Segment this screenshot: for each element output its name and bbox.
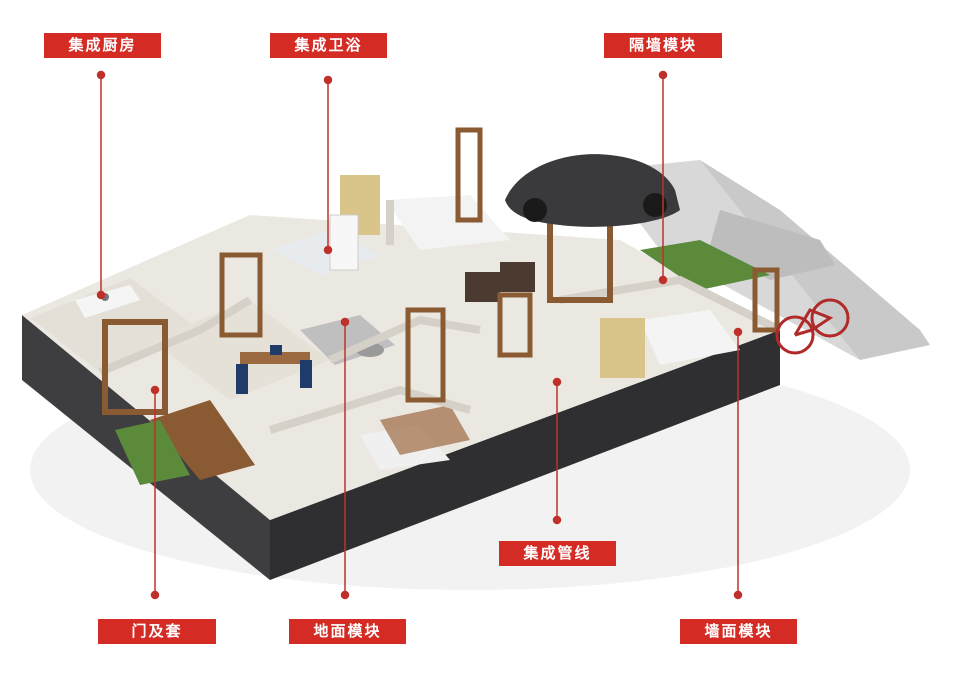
car-wheel	[523, 198, 547, 222]
label-floor-module: 地面模块	[289, 619, 406, 644]
interior-wall	[559, 275, 782, 334]
pipeline-leader-dot-end	[552, 515, 562, 525]
label-pipeline: 集成管线	[499, 541, 616, 566]
front-right-side-wall	[270, 330, 780, 580]
floor-leader-dot-top	[340, 317, 350, 327]
label-partition-wall: 隔墙模块	[604, 33, 722, 58]
label-bathroom: 集成卫浴	[270, 33, 387, 58]
car	[505, 154, 680, 227]
wood-deck	[150, 400, 255, 480]
wall-leader-dot-end	[733, 590, 743, 600]
kitchen-leader-dot-end	[96, 290, 106, 300]
door-frame	[455, 127, 483, 223]
grass-patch	[640, 240, 770, 290]
dining-chair	[236, 364, 248, 394]
bathroom-leader-dot-top	[323, 75, 333, 85]
bicycle-wheel	[810, 298, 850, 338]
door-frame	[752, 267, 780, 333]
label-wall-module: 墙面模块	[680, 619, 797, 644]
dining-table	[240, 352, 310, 364]
kitchen-leader-dot-top	[96, 70, 106, 80]
dining-chair	[300, 360, 312, 388]
armchair	[500, 262, 535, 292]
door-leader-dot-top	[150, 385, 160, 395]
right-bedroom-bed	[640, 310, 740, 365]
bicycle-wheel	[775, 315, 815, 355]
door-leader-dot-end	[150, 590, 160, 600]
front-bedroom-wood-floor	[380, 405, 470, 455]
wall-leader-dot-top	[733, 327, 743, 337]
door-frame	[102, 319, 168, 415]
grass-patch	[115, 420, 190, 485]
interior-wall	[268, 385, 472, 434]
label-door: 门及套	[98, 619, 216, 644]
dining-floor	[150, 300, 330, 400]
label-kitchen: 集成厨房	[44, 33, 161, 58]
door-frame	[219, 252, 263, 338]
bathroom-leader-dot-end	[323, 245, 333, 255]
wardrobe	[600, 318, 645, 378]
car-wheel	[643, 193, 667, 217]
pipeline-leader-dot-top	[552, 377, 562, 387]
kitchen-counter	[75, 285, 140, 318]
armchair	[465, 272, 500, 302]
dining-chair	[270, 345, 282, 355]
floor-leader-dot-end	[340, 590, 350, 600]
interior-wall	[328, 315, 481, 364]
door-frame	[497, 292, 533, 358]
interior-wall	[98, 296, 253, 376]
door-frame	[405, 307, 446, 403]
shower-glass	[329, 214, 359, 271]
bicycle-frame	[793, 308, 834, 337]
partition-leader-dot-top	[658, 70, 668, 80]
partition-leader-dot-end	[658, 275, 668, 285]
